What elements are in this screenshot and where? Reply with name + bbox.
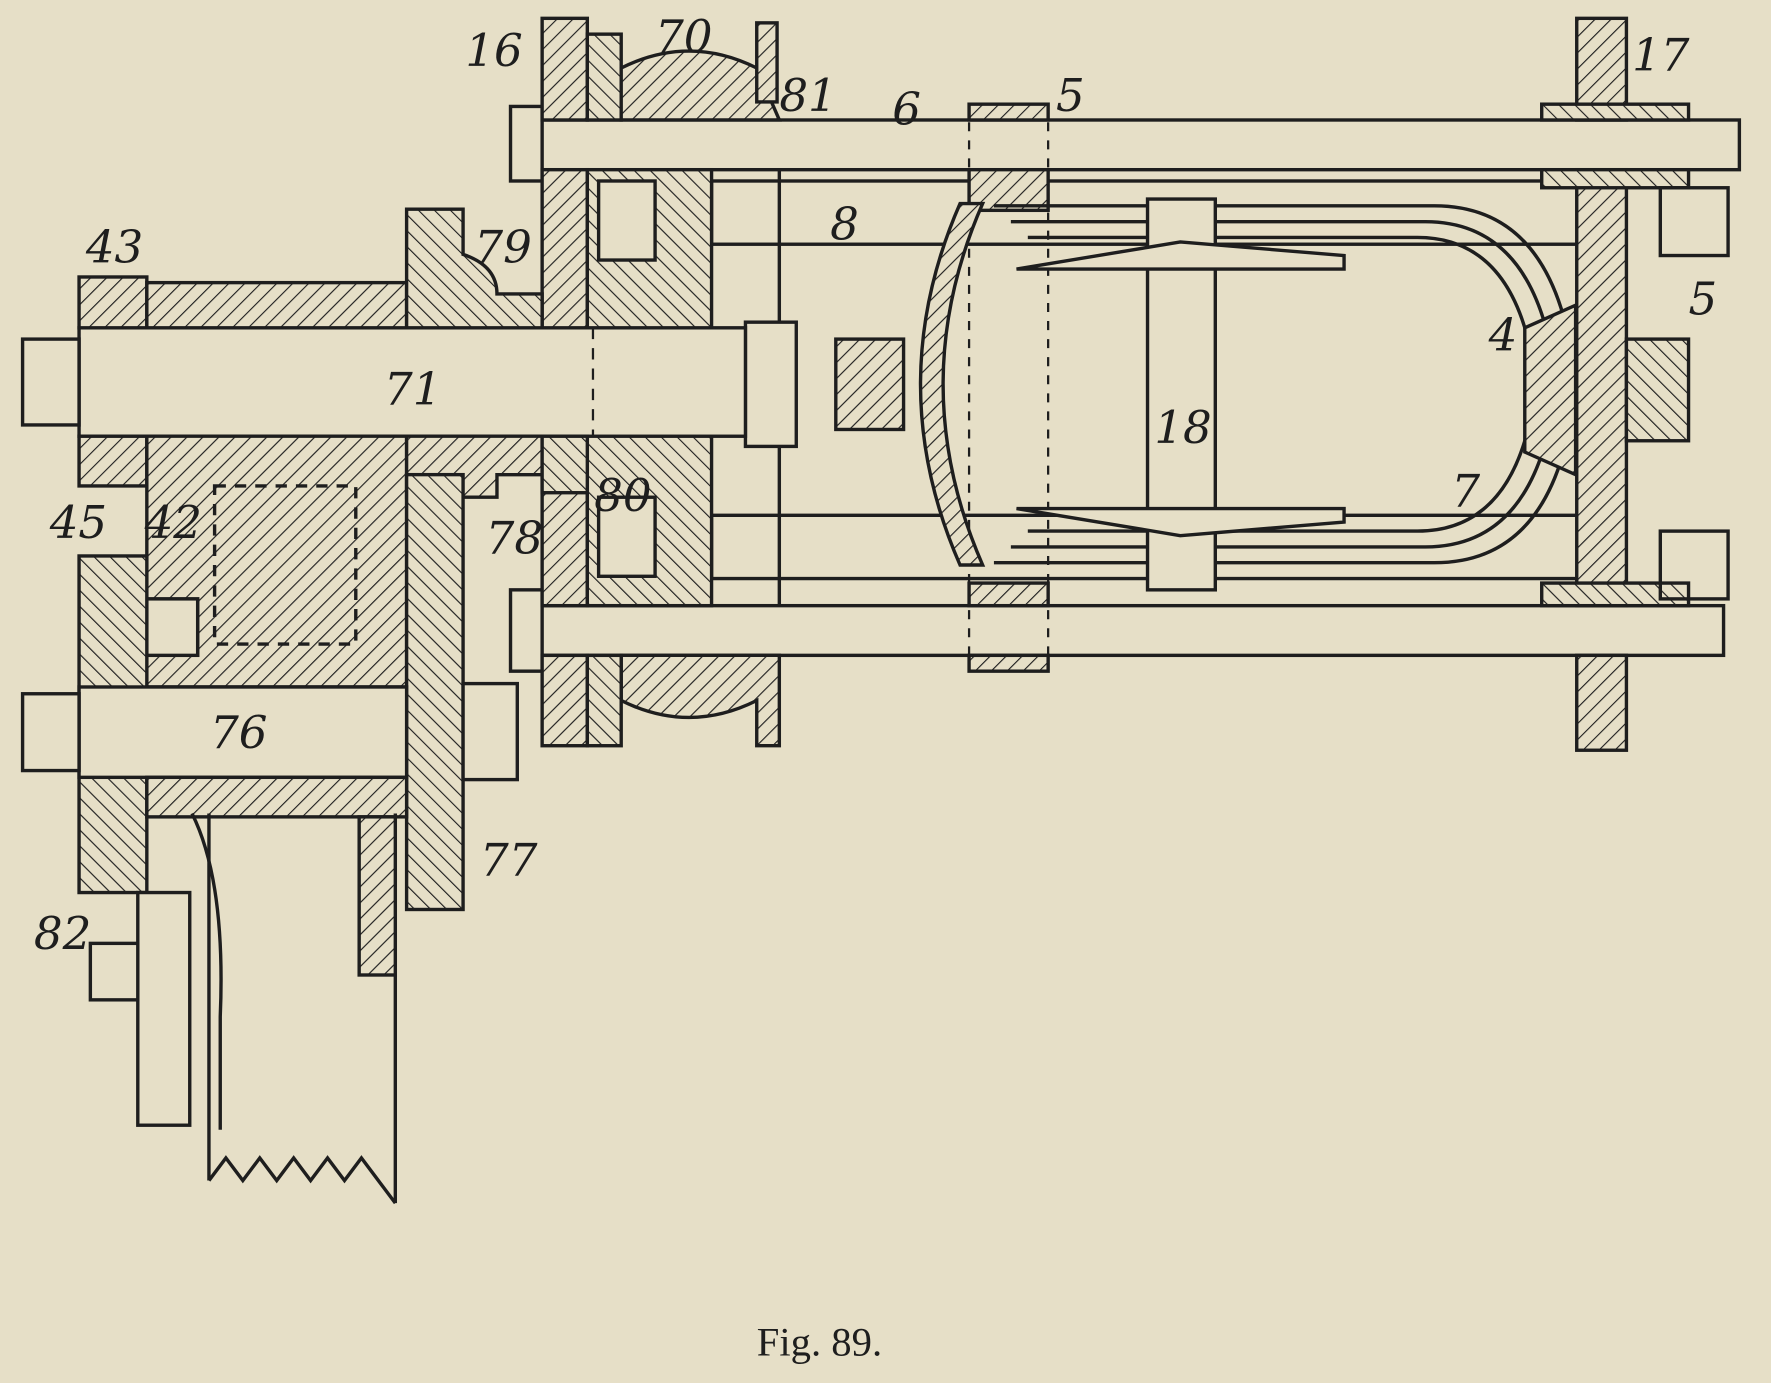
label-76: 76 xyxy=(210,706,267,759)
figure-caption: Fig. 89. xyxy=(757,1320,882,1365)
label-81: 81 xyxy=(779,69,836,122)
label-71: 71 xyxy=(384,363,441,416)
label-45: 45 xyxy=(49,496,107,549)
label-80: 80 xyxy=(594,469,651,522)
label-43: 43 xyxy=(85,220,143,273)
label-7: 7 xyxy=(1451,464,1480,517)
label-6: 6 xyxy=(892,83,921,136)
plate-78-77 xyxy=(404,472,519,912)
label-79: 79 xyxy=(474,220,531,273)
label-16: 16 xyxy=(465,24,522,77)
label-17: 17 xyxy=(1632,28,1690,81)
upper-tie-rod xyxy=(508,104,1742,183)
label-4: 4 xyxy=(1488,308,1518,361)
bearing-5-upper xyxy=(967,102,1050,673)
hub-nut xyxy=(743,320,906,449)
lower-tie-rod xyxy=(508,588,1726,673)
label-5-right: 5 xyxy=(1689,272,1718,325)
pulley-82 xyxy=(88,775,409,1205)
label-8: 8 xyxy=(830,198,859,251)
label-82: 82 xyxy=(34,907,91,960)
spindle-18 xyxy=(1016,197,1346,592)
label-77: 77 xyxy=(480,834,538,887)
label-18: 18 xyxy=(1154,401,1211,454)
shaft-76 xyxy=(20,685,409,780)
flange-17 xyxy=(1540,16,1730,752)
label-42: 42 xyxy=(144,496,202,549)
label-5-top: 5 xyxy=(1056,69,1085,122)
label-78: 78 xyxy=(486,512,543,565)
shaft-71 xyxy=(20,326,748,438)
label-70: 70 xyxy=(655,10,712,63)
reference-labels: 16 70 81 6 5 17 43 79 8 5 4 71 18 45 42 … xyxy=(34,10,1717,960)
